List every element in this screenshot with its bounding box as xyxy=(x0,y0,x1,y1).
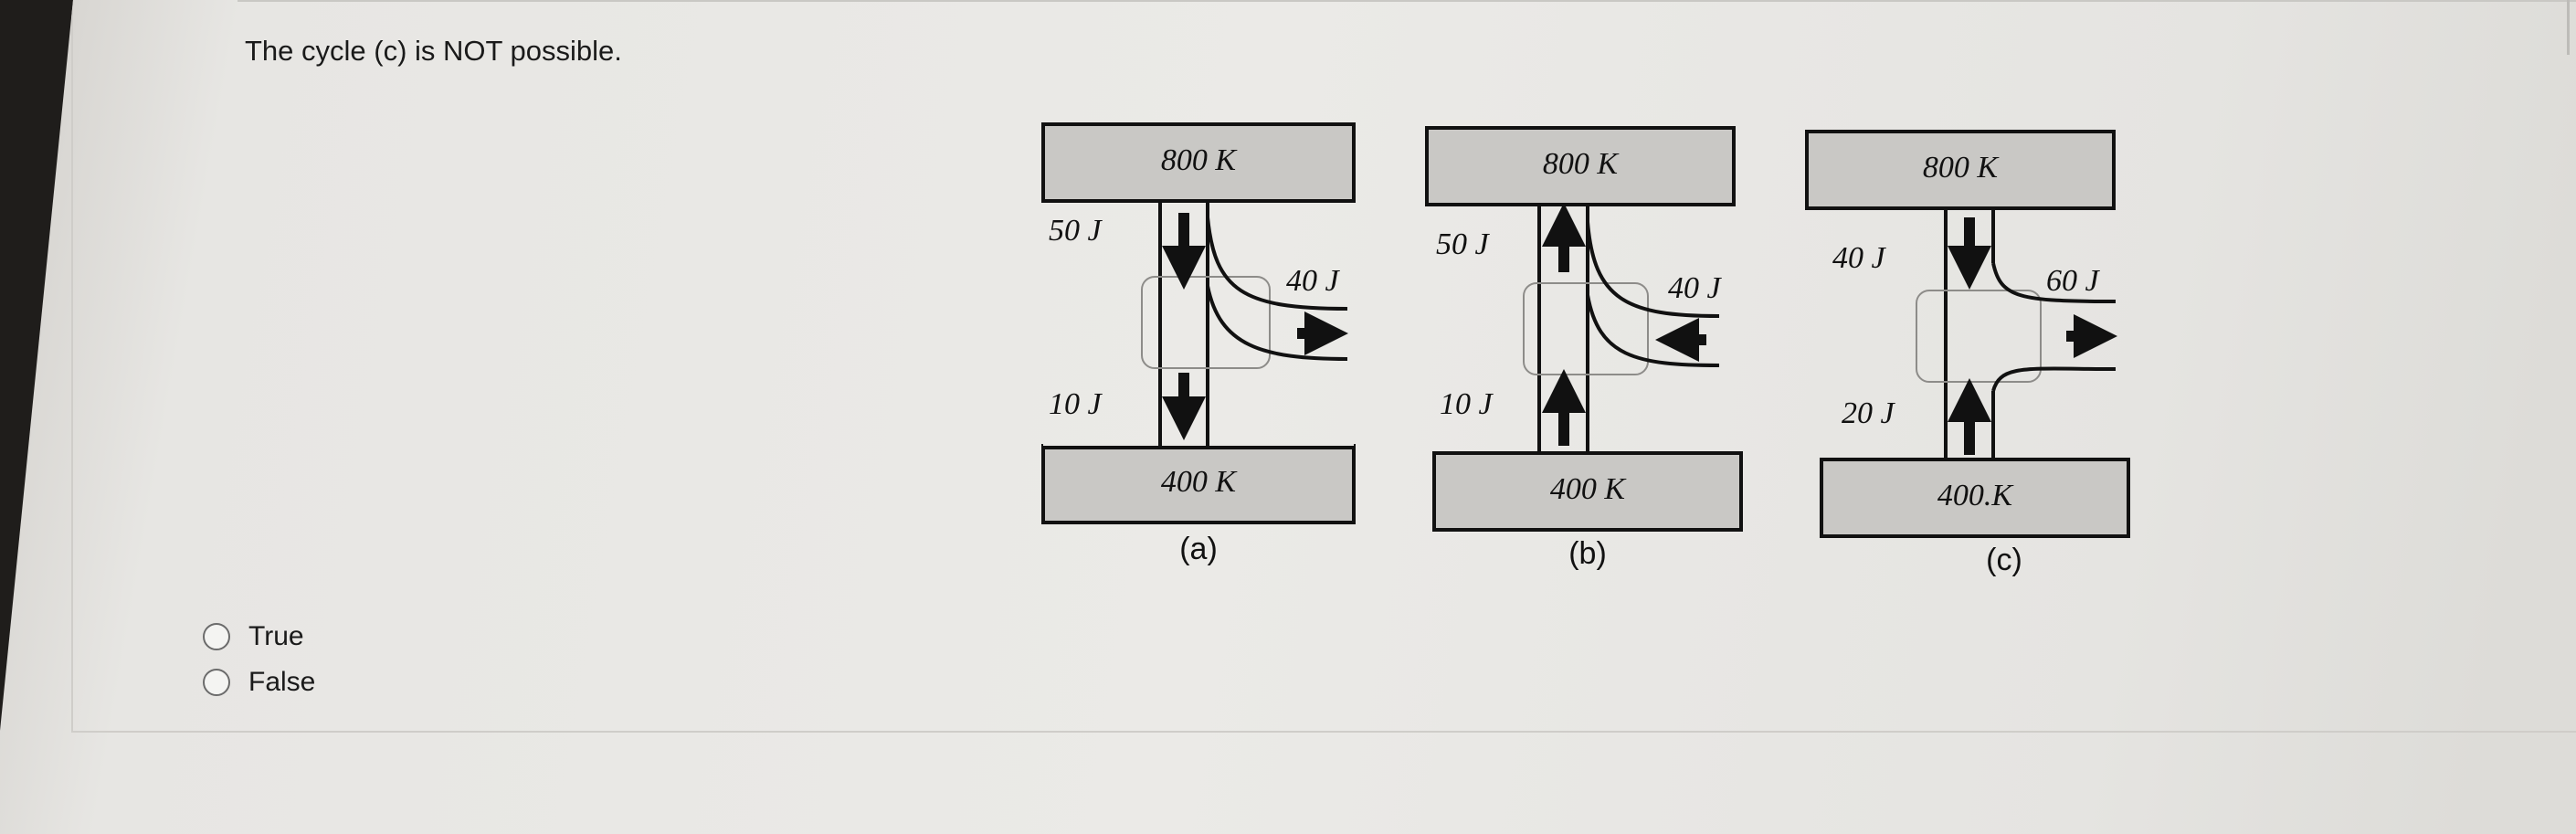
work-label-c: 60 J xyxy=(2046,264,2101,298)
heat-engine-figure: 800 K 400 K 50 J 10 J 40 J (a) xyxy=(1032,117,2147,592)
work-path-upper-c xyxy=(1991,262,2117,303)
right-edge-divider xyxy=(2567,0,2570,55)
cold-reservoir-outline-a xyxy=(1041,446,1356,519)
panel-a: 800 K 400 K 50 J 10 J 40 J (a) xyxy=(1041,122,1356,566)
radio-false[interactable] xyxy=(203,669,230,696)
hot-reservoir-label-a: 800 K xyxy=(1161,143,1239,177)
panel-c: 800 K 400.K 40 J 20 J 60 J (c) xyxy=(1805,130,2130,577)
question-panel xyxy=(71,0,2576,733)
hot-reservoir-a xyxy=(1041,122,1356,203)
work-label-b: 40 J xyxy=(1668,271,1723,305)
work-path-lower-c xyxy=(1991,366,2117,392)
caption-b: (b) xyxy=(1568,536,1607,571)
option-false-label: False xyxy=(248,667,316,697)
cold-reservoir-label-a: 400 K xyxy=(1161,465,1239,499)
option-true-label: True xyxy=(248,621,304,651)
work-path-upper-b xyxy=(1586,221,1720,318)
top-divider xyxy=(238,0,2576,2)
heat-out-label-c: 20 J xyxy=(1842,396,1896,430)
heat-in-label-b: 50 J xyxy=(1436,227,1491,261)
hot-reservoir-label-b: 800 K xyxy=(1543,147,1621,181)
heat-engine-diagram: 800 K 400 K 50 J 10 J 40 J (a) xyxy=(1041,122,2130,577)
work-path-upper-a xyxy=(1206,216,1348,311)
hot-reservoir-label-c: 800 K xyxy=(1923,151,2001,185)
radio-true[interactable] xyxy=(203,623,230,650)
heat-in-label-a: 50 J xyxy=(1049,214,1103,248)
engine-box-a xyxy=(1141,276,1271,369)
cold-reservoir-b xyxy=(1432,451,1743,532)
heat-out-label-a: 10 J xyxy=(1049,387,1103,421)
caption-c: (c) xyxy=(1986,543,2022,577)
hot-reservoir-c xyxy=(1805,130,2116,210)
heat-in-label-c: 40 J xyxy=(1832,241,1887,275)
engine-box-c xyxy=(1916,290,2042,383)
work-path-lower-a xyxy=(1206,285,1348,361)
cold-reservoir-label-c: 400.K xyxy=(1937,479,2015,512)
cold-reservoir-label-b: 400 K xyxy=(1550,472,1628,506)
work-label-a: 40 J xyxy=(1286,264,1341,298)
option-true[interactable]: True xyxy=(203,614,315,660)
work-path-lower-b xyxy=(1586,294,1720,367)
heat-out-label-b: 10 J xyxy=(1440,387,1494,421)
cold-reservoir-c xyxy=(1820,458,2130,538)
answer-options: True False xyxy=(203,614,315,705)
caption-a: (a) xyxy=(1179,532,1218,566)
question-text: The cycle (c) is NOT possible. xyxy=(245,35,622,67)
option-false[interactable]: False xyxy=(203,660,315,705)
engine-box-b xyxy=(1523,282,1649,375)
panel-b: 800 K 400 K 50 J 10 J 40 J (b) xyxy=(1425,126,1743,571)
